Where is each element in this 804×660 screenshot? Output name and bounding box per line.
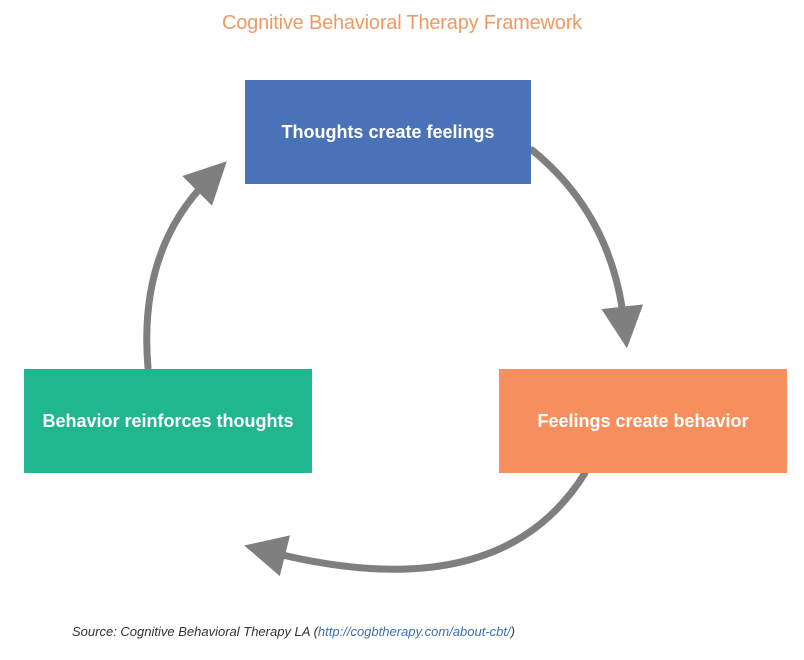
diagram-title: Cognitive Behavioral Therapy Framework <box>222 12 582 34</box>
node-thoughts: Thoughts create feelings <box>245 80 531 184</box>
arrow-feelings-to-behavior <box>244 469 589 577</box>
node-thoughts-label: Thoughts create feelings <box>281 121 495 142</box>
source-note: Source: Cognitive Behavioral Therapy LA … <box>72 624 515 639</box>
source-prefix: Source: Cognitive Behavioral Therapy LA … <box>72 624 318 639</box>
node-feelings: Feelings create behavior <box>499 369 787 473</box>
source-suffix: ) <box>510 624 515 639</box>
node-behavior: Behavior reinforces thoughts <box>24 369 312 473</box>
source-link[interactable]: http://cogbtherapy.com/about-cbt/ <box>317 624 511 639</box>
arrow-thoughts-to-feelings <box>528 146 644 349</box>
arrow-behavior-to-thoughts <box>143 161 227 372</box>
node-behavior-label: Behavior reinforces thoughts <box>42 410 294 431</box>
node-feelings-label: Feelings create behavior <box>537 410 749 431</box>
